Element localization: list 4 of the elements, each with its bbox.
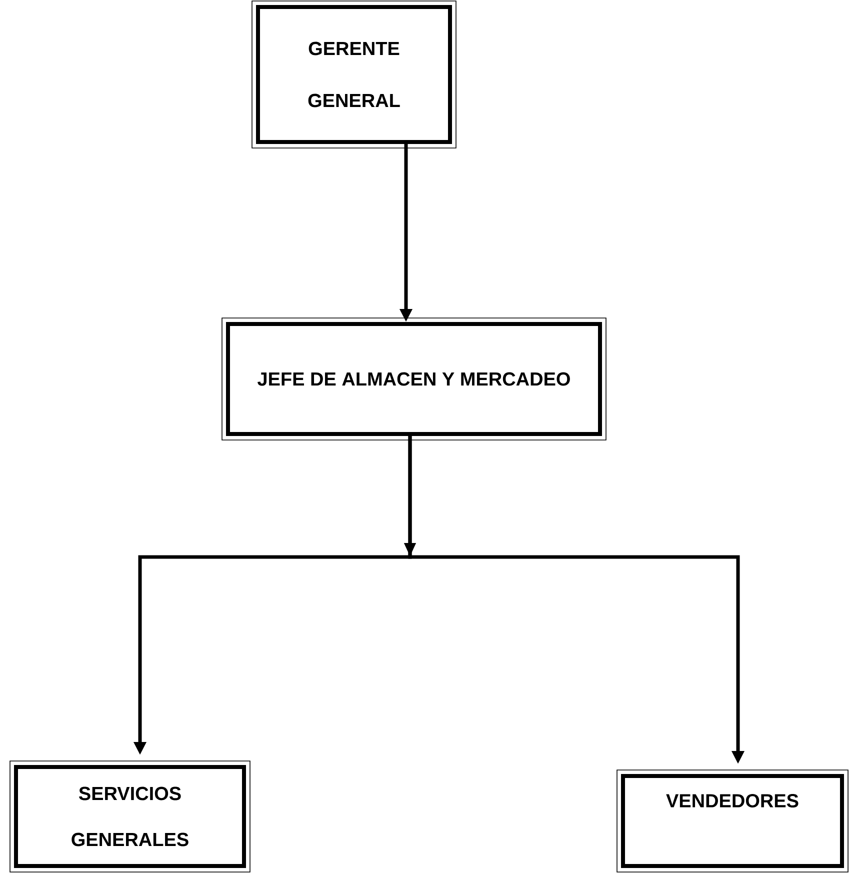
- org-box: VENDEDORES: [616, 770, 848, 872]
- org-box: GERENTE GENERAL: [252, 0, 456, 148]
- org-box: SERVICIOS GENERALES: [10, 760, 250, 872]
- org-box: JEFE DE ALMACEN Y MERCADEO: [222, 318, 606, 440]
